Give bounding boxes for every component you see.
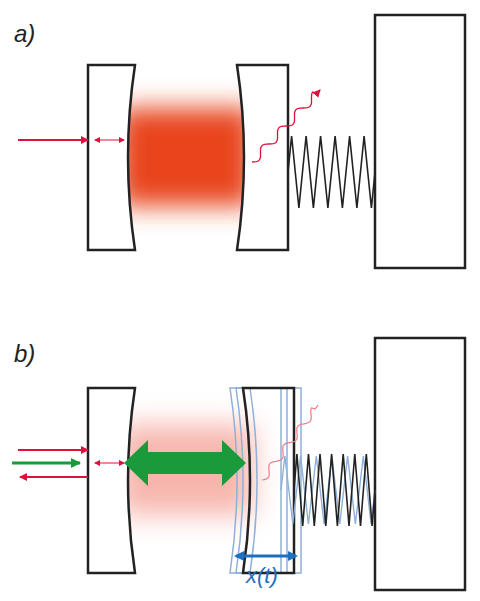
transmission-arrow: [95, 463, 124, 464]
light-field: [118, 108, 253, 206]
input-beam: [18, 449, 88, 451]
input-beam: [18, 139, 88, 141]
input-mirror: [88, 388, 135, 573]
movable-mirror: [243, 388, 294, 573]
spring: [294, 454, 375, 526]
drive-beam: [12, 462, 80, 465]
radiation-pressure-arrow: [124, 440, 246, 486]
light-field: [118, 425, 253, 515]
panel-b: [12, 338, 465, 590]
mirror-displaced: [230, 388, 281, 573]
thermal-photon: [252, 90, 320, 162]
output-beam: [20, 476, 88, 478]
panel-label: b): [14, 342, 35, 366]
panel-a: [18, 15, 465, 268]
movable-mirror: [237, 65, 288, 250]
thermal-photon: [262, 405, 318, 480]
spring: [288, 136, 375, 208]
wall: [375, 338, 465, 590]
transmission-arrow: [95, 140, 124, 141]
displacement-arrow: [236, 555, 296, 558]
input-mirror: [88, 65, 135, 250]
displacement-label: x(t): [246, 565, 278, 587]
panel-label: a): [14, 22, 35, 46]
mirror-displaced: [236, 388, 287, 573]
wall: [375, 15, 465, 268]
